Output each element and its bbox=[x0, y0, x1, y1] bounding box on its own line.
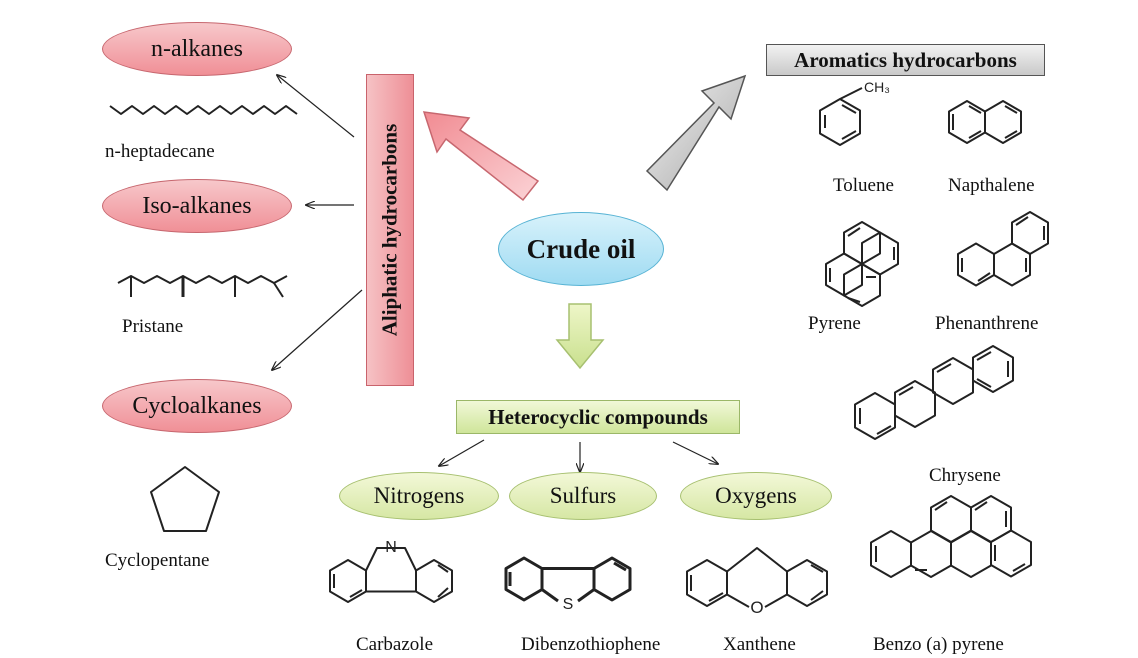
napthalene-structure bbox=[948, 100, 1022, 144]
sulfurs-node: Sulfurs bbox=[509, 472, 657, 520]
arrow-to-aliphatic bbox=[422, 111, 540, 202]
xanthene-structure bbox=[686, 547, 828, 608]
heterocyclic-compounds-box: Heterocyclic compounds bbox=[456, 400, 740, 434]
iso-alkanes-node: Iso-alkanes bbox=[102, 179, 292, 233]
phenanthrene-structure bbox=[957, 211, 1049, 287]
nitrogens-node: Nitrogens bbox=[339, 472, 499, 520]
dibenzothiophene-label: Dibenzothiophene bbox=[521, 634, 661, 655]
xanthene-label: Xanthene bbox=[723, 634, 796, 655]
carbazole-label: Carbazole bbox=[356, 634, 434, 655]
crude-oil-node: Crude oil bbox=[498, 212, 664, 286]
carbazole-structure bbox=[329, 547, 453, 603]
carbazole-heteroatom: N bbox=[385, 539, 397, 556]
benzo-a-pyrene-structure bbox=[870, 495, 1032, 578]
aromatics-hydrocarbons-box: Aromatics hydrocarbons bbox=[766, 44, 1045, 76]
pristane-label: Pristane bbox=[122, 316, 184, 337]
pristane-structure bbox=[117, 275, 288, 298]
connector-to-n-alkanes bbox=[277, 75, 355, 138]
aliphatic-hydrocarbons-title: Aliphatic hydrocarbons bbox=[377, 123, 402, 337]
dibenzothiophene-heteroatom: S bbox=[563, 596, 574, 613]
n-heptadecane-structure bbox=[109, 105, 298, 115]
n-heptadecane-label: n-heptadecane bbox=[105, 141, 215, 162]
toluene-label: Toluene bbox=[833, 175, 894, 196]
napthalene-label: Napthalene bbox=[948, 175, 1035, 196]
connector-to-cycloalkanes bbox=[272, 289, 363, 370]
connector-to-nitrogens bbox=[439, 439, 485, 466]
cyclopentane-structure bbox=[150, 466, 220, 532]
pyrene-structure bbox=[825, 221, 899, 307]
connector-to-oxygens bbox=[672, 441, 718, 464]
arrow-to-aromatics bbox=[645, 74, 747, 192]
xanthene-heteroatom: O bbox=[750, 598, 763, 617]
phenanthrene-label: Phenanthrene bbox=[935, 313, 1039, 334]
toluene-methyl-label: CH₃ bbox=[864, 79, 890, 95]
cyclopentane-label: Cyclopentane bbox=[105, 550, 210, 571]
toluene-structure bbox=[819, 87, 863, 146]
cycloalkanes-node: Cycloalkanes bbox=[102, 379, 292, 433]
n-alkanes-node: n-alkanes bbox=[102, 22, 292, 76]
chrysene-label: Chrysene bbox=[929, 465, 1001, 486]
aliphatic-hydrocarbons-box: Aliphatic hydrocarbons bbox=[366, 74, 414, 386]
pyrene-label: Pyrene bbox=[808, 313, 861, 334]
dibenzothiophene-structure bbox=[504, 556, 632, 603]
arrow-to-heterocyclic bbox=[555, 303, 605, 370]
chrysene-structure bbox=[854, 345, 1014, 440]
benzo-a-pyrene-label: Benzo (a) pyrene bbox=[873, 634, 1004, 655]
oxygens-node: Oxygens bbox=[680, 472, 832, 520]
